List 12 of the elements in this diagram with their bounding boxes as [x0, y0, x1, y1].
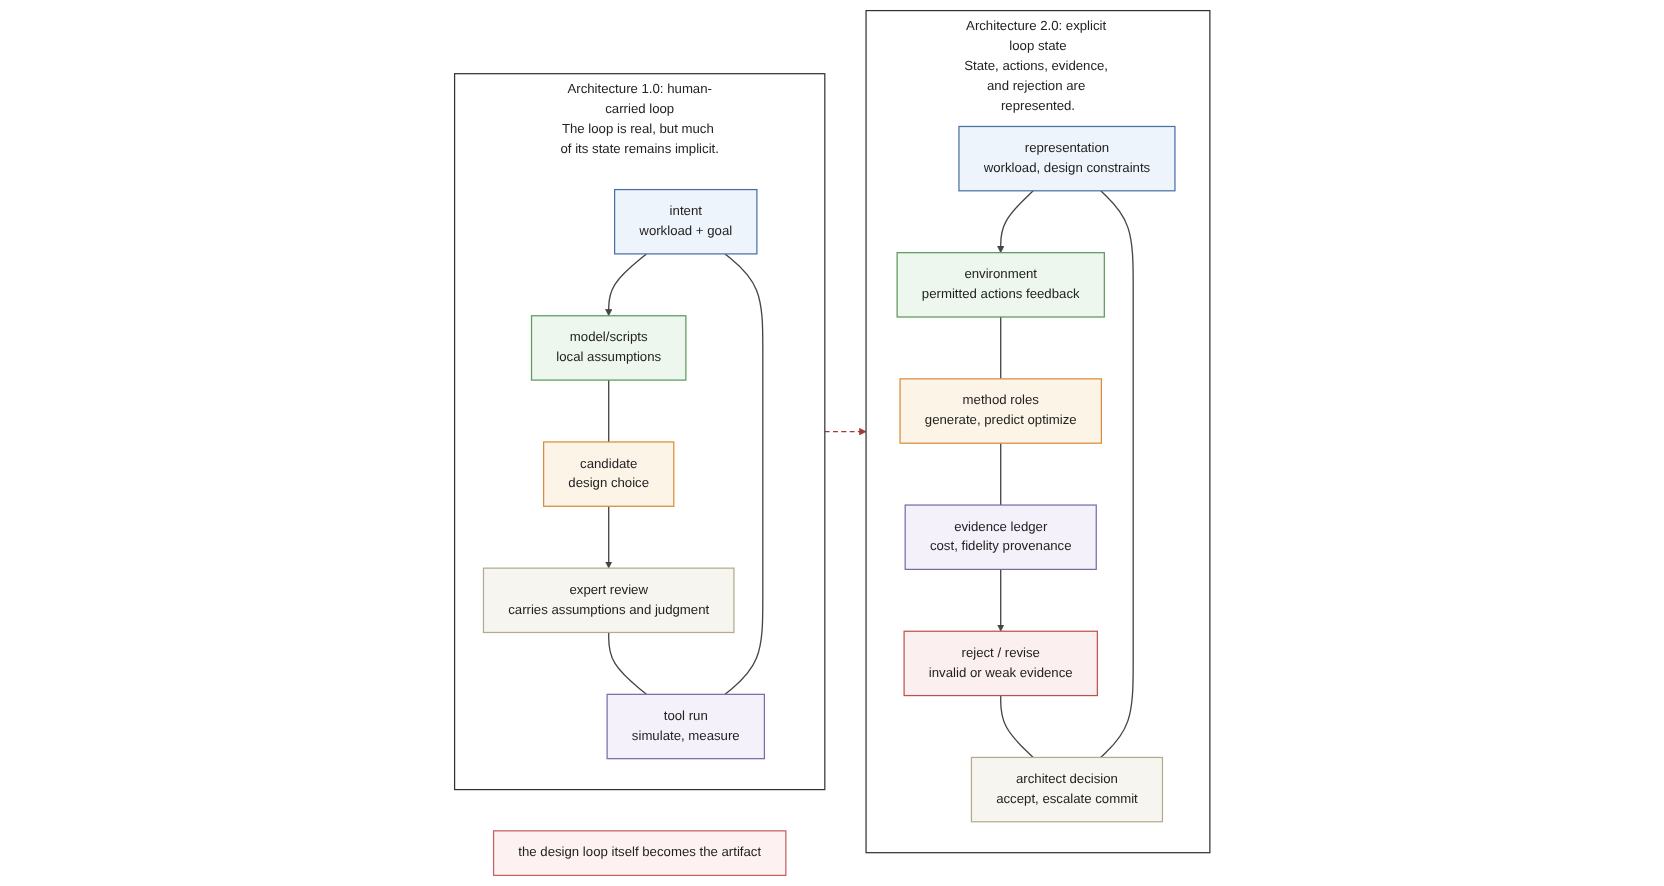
arrow	[604, 505, 613, 569]
connector	[1099, 190, 1134, 759]
connector	[999, 316, 1002, 380]
connector	[999, 694, 1034, 759]
connector	[999, 442, 1002, 506]
arrow	[996, 568, 1005, 632]
connector	[607, 379, 610, 443]
arrow	[996, 190, 1034, 253]
arrow	[604, 253, 647, 317]
connector	[607, 631, 647, 695]
connector	[724, 253, 764, 695]
arrow	[823, 428, 867, 436]
